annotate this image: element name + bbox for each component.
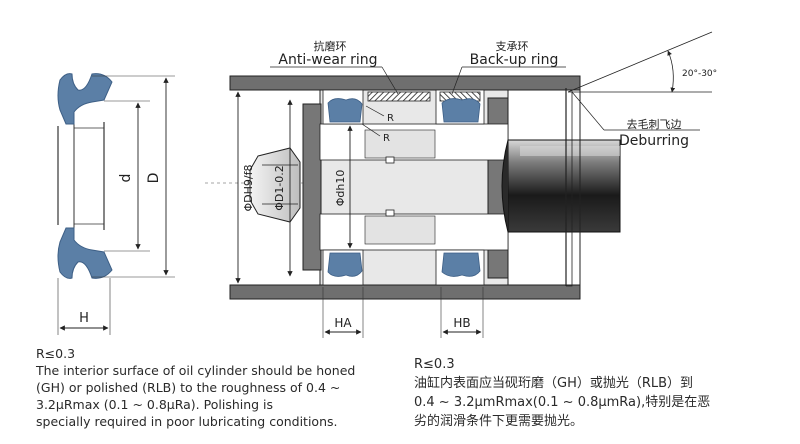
note-en-line: The interior surface of oil cylinder sho… (36, 363, 356, 378)
H-label: H (79, 311, 89, 326)
chinese-note: R≤0.3 油缸内表面应当砚珩磨（GH）或抛光（RLB）到 0.4 ~ 3.2μ… (414, 355, 710, 431)
seal-top-lip (57, 73, 113, 125)
HB-label: HB (453, 316, 470, 330)
D-label: D (146, 173, 162, 184)
seal-groove-bottom-left (327, 252, 363, 277)
seal-groove-top-left (327, 98, 363, 123)
anti-wear-ring-cn: 抗磨环 (314, 39, 347, 53)
note-en-line: (GH) or polished (RLB) to the roughness … (36, 380, 341, 395)
phi-D1-label: ΦD1-0.2 (273, 165, 286, 211)
radius-label-2: R (383, 133, 390, 144)
deburring-en: Deburring (619, 133, 689, 149)
note-cn-line: R≤0.3 (414, 357, 455, 372)
seal-bottom-lip (57, 227, 113, 279)
d-label: d (118, 174, 134, 183)
english-note: R≤0.3 The interior surface of oil cylind… (36, 345, 355, 430)
deburring-cn: 去毛刺飞边 (627, 118, 682, 131)
note-cn-line: 油缸内表面应当砚珩磨（GH）或抛光（RLB）到 (414, 376, 694, 391)
note-en-line: R≤0.3 (36, 346, 76, 361)
note-en-line: 3.2μRmax (0.1 ~ 0.8μRa). Polishing is (36, 397, 274, 412)
cylinder-wall-top (229, 75, 581, 91)
note-cn-line: 劣的润滑条件下更需要抛光。 (414, 414, 584, 429)
note-en-line: specially required in poor lubricating c… (36, 414, 338, 429)
phi-d-label: Φdh10 (334, 170, 347, 207)
seal-profile: d D H (57, 73, 175, 335)
note-cn-line: 0.4 ~ 3.2μmRmax(0.1 ~ 0.8μmRa),特别是在恶 (414, 395, 711, 410)
HA-label: HA (334, 316, 352, 330)
piston-left-flange (302, 103, 322, 271)
cylinder-assembly: ΦDH9/f8 ΦD1-0.2 Φdh10 HA HB R R (229, 31, 713, 338)
anti-wear-ring-en: Anti-wear ring (278, 52, 377, 68)
phi-D-label: ΦDH9/f8 (242, 165, 255, 212)
angle-label: 20°-30° (682, 69, 717, 79)
backup-ring-en: Back-up ring (470, 52, 559, 68)
seal-groove-bottom-right (441, 252, 481, 277)
seal-groove-top-right (441, 98, 481, 123)
backup-ring-cn: 支承环 (496, 40, 529, 53)
anti-wear-ring-top (367, 91, 431, 102)
cylinder-wall-bottom (229, 284, 581, 300)
radius-label-1: R (387, 113, 394, 124)
